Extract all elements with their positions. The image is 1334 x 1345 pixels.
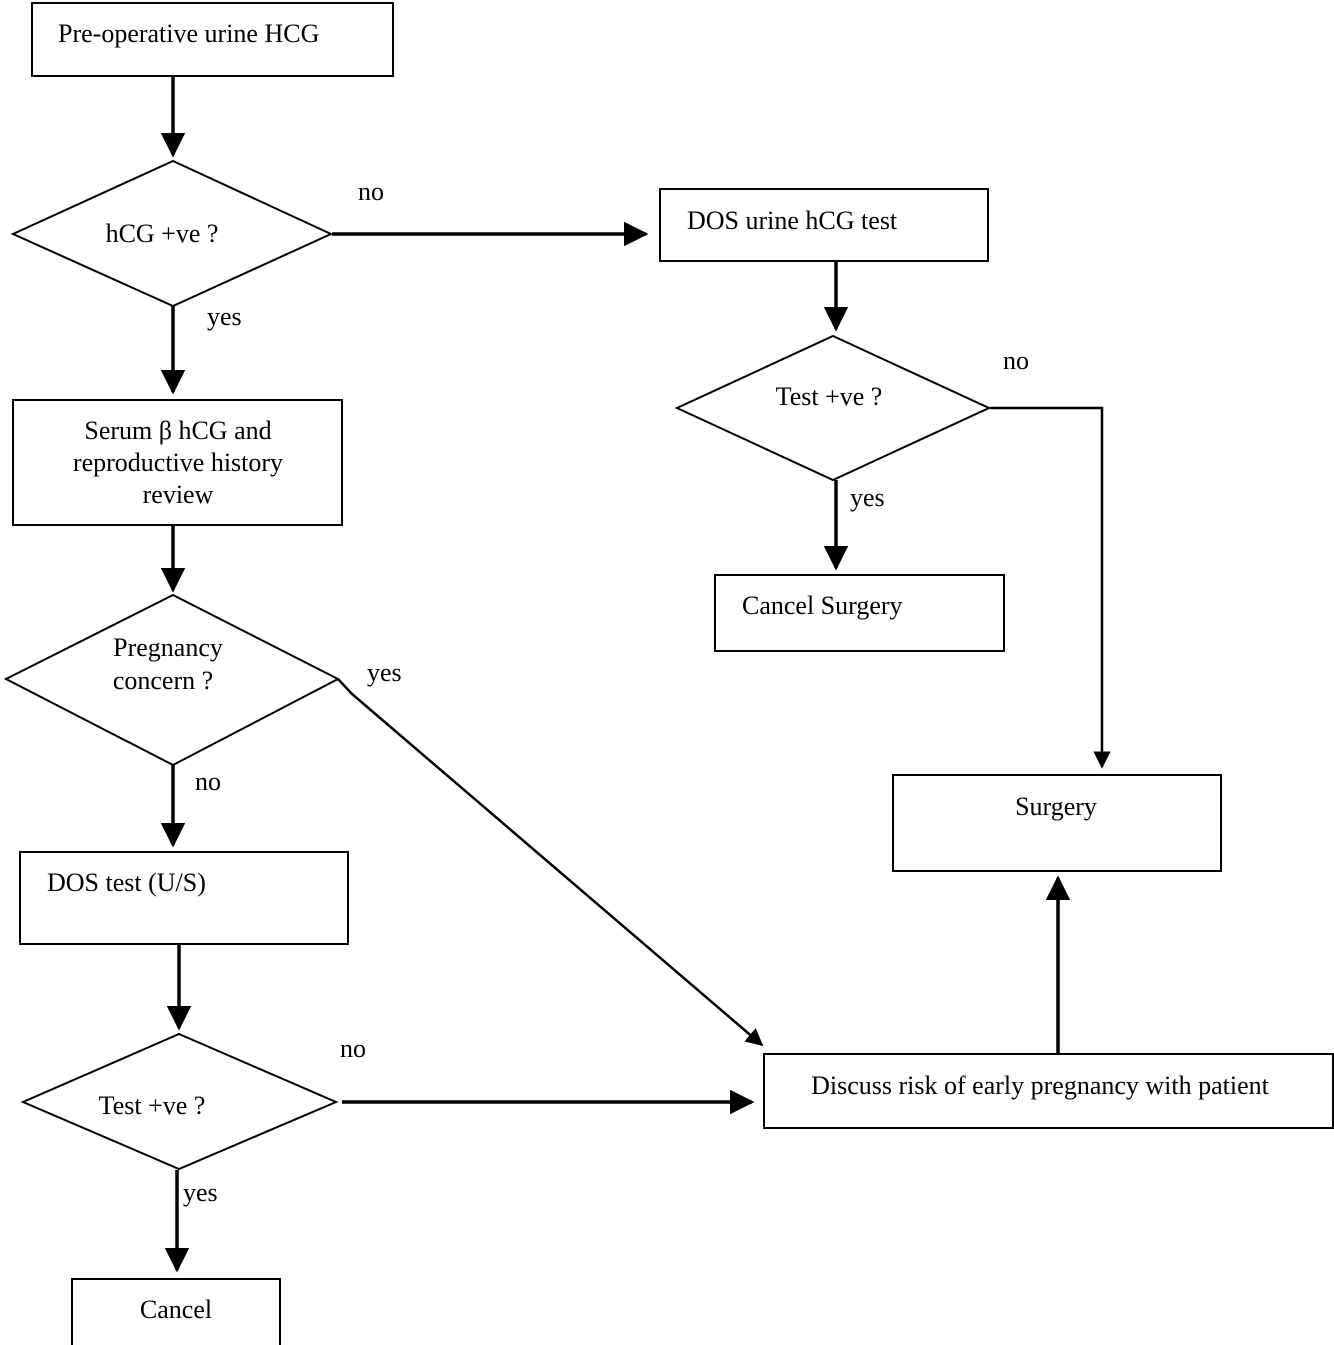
- edge-label-hcg-no: no: [358, 177, 384, 206]
- edge-label-left-no: no: [340, 1034, 366, 1063]
- node-dos-urine: DOS urine hCG test: [659, 188, 989, 262]
- decision-pregnancy-line2: concern ?: [113, 666, 213, 695]
- decision-hcg: hCG +ve ?: [10, 159, 334, 308]
- decision-test-left-label: Test +ve ?: [99, 1091, 206, 1120]
- decision-test-right-label: Test +ve ?: [776, 382, 883, 411]
- edge-label-left-yes: yes: [183, 1178, 218, 1207]
- decision-hcg-label: hCG +ve ?: [106, 219, 219, 248]
- decision-test-left: Test +ve ?: [20, 1032, 339, 1171]
- edge-label-right-yes: yes: [850, 483, 885, 512]
- node-dos-us: DOS test (U/S): [19, 851, 349, 945]
- node-preop: Pre-operative urine HCG: [31, 2, 394, 77]
- node-preop-label: Pre-operative urine HCG: [58, 19, 319, 48]
- decision-test-right: Test +ve ?: [674, 334, 992, 482]
- edge-label-hcg-yes: yes: [207, 302, 242, 331]
- node-serum-line1: Serum β hCG and: [84, 416, 271, 445]
- edge-label-preg-no: no: [195, 767, 221, 796]
- node-dos-us-label: DOS test (U/S): [47, 868, 206, 897]
- node-serum-line2: reproductive history: [73, 448, 283, 477]
- edge-label-preg-yes: yes: [367, 658, 402, 687]
- decision-pregnancy-line1: Pregnancy: [113, 633, 223, 662]
- node-cancel: Cancel: [71, 1278, 281, 1345]
- node-discuss: Discuss risk of early pregnancy with pat…: [763, 1053, 1334, 1129]
- node-dos-urine-label: DOS urine hCG test: [687, 206, 898, 235]
- node-surgery-label: Surgery: [1015, 792, 1097, 821]
- node-serum: Serum β hCG and reproductive history rev…: [12, 399, 343, 526]
- edge-right-test-no: [990, 406, 1111, 769]
- node-cancel-surgery-label: Cancel Surgery: [742, 591, 903, 620]
- edge-preg-yes: [337, 678, 764, 1047]
- node-cancel-label: Cancel: [140, 1295, 212, 1324]
- node-surgery: Surgery: [892, 774, 1222, 872]
- node-discuss-label: Discuss risk of early pregnancy with pat…: [811, 1071, 1270, 1100]
- node-serum-line3: review: [143, 480, 214, 509]
- decision-pregnancy: Pregnancy concern ?: [3, 593, 341, 767]
- node-cancel-surgery: Cancel Surgery: [714, 574, 1005, 652]
- edge-label-right-no: no: [1003, 346, 1029, 375]
